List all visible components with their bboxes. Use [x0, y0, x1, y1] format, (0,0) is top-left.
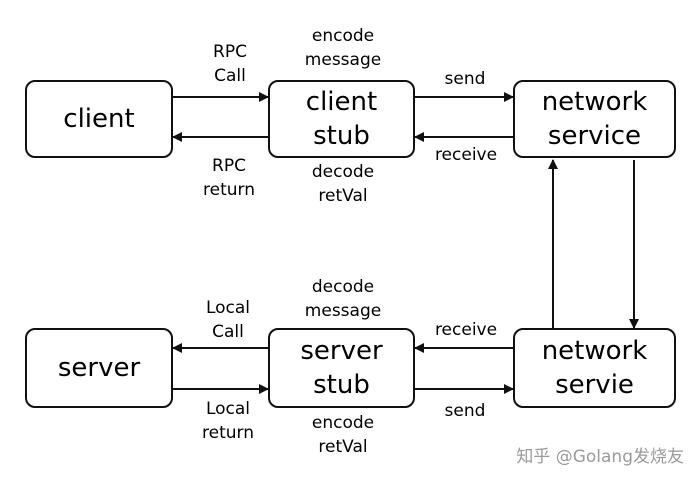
label-encode-retval-line1: encode: [311, 413, 375, 433]
label-send-bottom-text: send: [444, 401, 486, 421]
client-stub-label-line1: client: [305, 87, 378, 117]
label-receive-bottom: receive: [425, 318, 507, 342]
network-service-top-label-line2: service: [547, 121, 642, 151]
client-box: client: [25, 80, 173, 158]
label-decode-retval-line2: retVal: [318, 186, 368, 206]
label-decode-message-line1: decode: [311, 277, 375, 297]
label-send-top-text: send: [444, 69, 486, 89]
label-receive-bottom-text: receive: [434, 320, 498, 340]
label-local-return: Local return: [188, 397, 268, 445]
label-encode-retval: encode retVal: [296, 411, 390, 459]
server-stub-label-line1: server: [300, 336, 383, 366]
network-service-top-label-line1: network: [541, 87, 648, 117]
server-stub-box: server stub: [268, 328, 415, 408]
network-service-bottom-label-line2: servie: [555, 370, 634, 400]
label-rpc-call-line1: RPC: [213, 42, 247, 62]
label-decode-message: decode message: [296, 275, 390, 323]
network-service-bottom-box: network servie: [513, 328, 676, 408]
label-decode-message-line2: message: [304, 301, 382, 321]
label-encode-retval-line2: retVal: [318, 437, 368, 457]
client-stub-box: client stub: [268, 80, 415, 158]
watermark: 知乎 @Golang发烧友: [516, 447, 684, 467]
label-encode-message: encode message: [298, 24, 388, 72]
label-rpc-call: RPC Call: [195, 40, 265, 88]
server-box-label: server: [57, 353, 141, 383]
label-local-call-line2: Call: [212, 322, 244, 342]
network-service-bottom-label-line1: network: [541, 336, 648, 366]
label-rpc-return-line1: RPC: [212, 156, 246, 176]
server-box: server: [25, 328, 173, 408]
label-rpc-call-line2: Call: [214, 66, 246, 86]
label-encode-message-line2: message: [304, 50, 382, 70]
label-receive-top: receive: [425, 143, 507, 167]
label-local-return-line1: Local: [205, 399, 251, 419]
client-stub-label-line2: stub: [313, 121, 370, 151]
label-rpc-return-line2: return: [203, 180, 255, 200]
client-box-label: client: [63, 104, 135, 134]
label-decode-retval: decode retVal: [298, 160, 388, 208]
label-send-bottom: send: [433, 399, 497, 423]
label-send-top: send: [433, 67, 497, 91]
label-receive-top-text: receive: [434, 145, 498, 165]
server-stub-label-line2: stub: [313, 370, 370, 400]
label-encode-message-line1: encode: [311, 26, 375, 46]
label-rpc-return: RPC return: [190, 154, 268, 202]
label-local-call-line1: Local: [205, 298, 251, 318]
network-service-top-box: network service: [513, 80, 676, 158]
label-local-return-line2: return: [202, 423, 254, 443]
label-local-call: Local Call: [190, 296, 266, 344]
label-decode-retval-line1: decode: [311, 162, 375, 182]
